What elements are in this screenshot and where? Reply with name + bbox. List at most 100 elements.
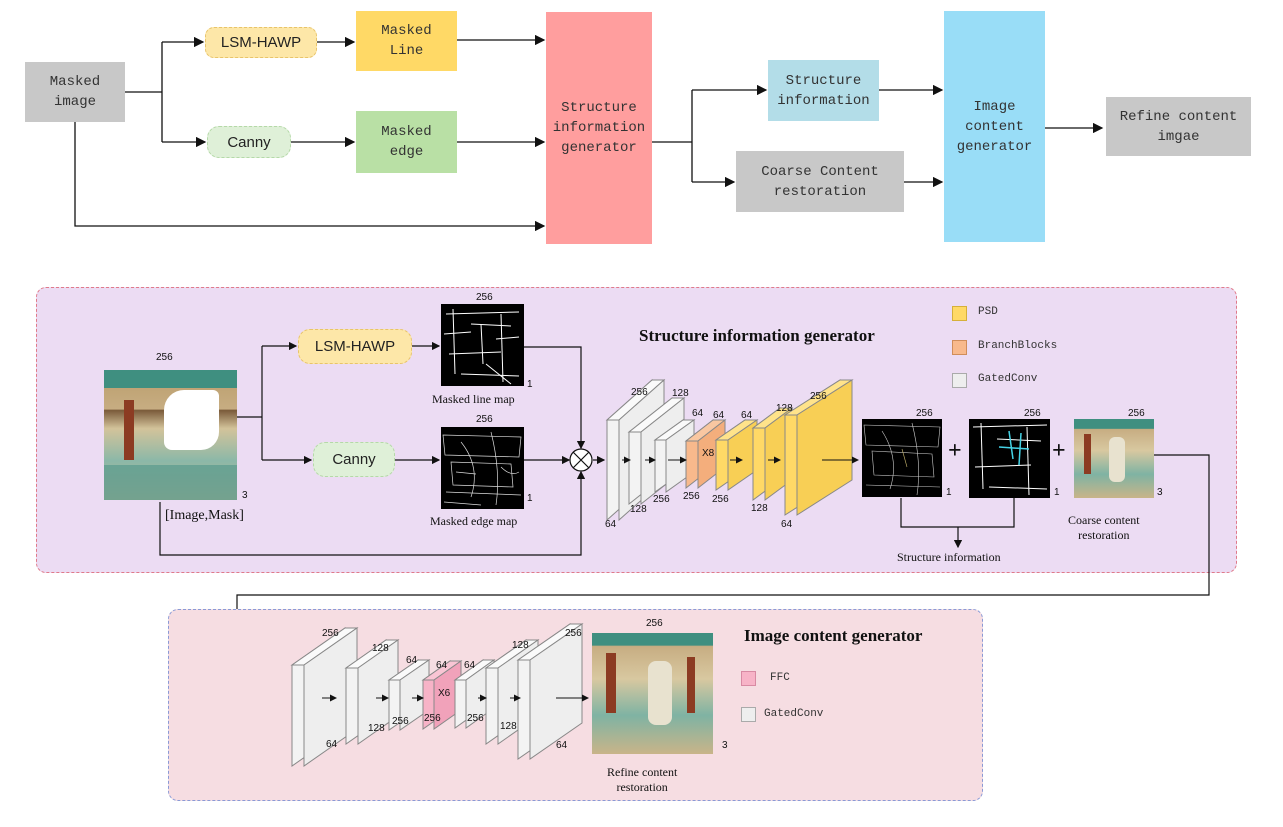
sig-dim-11: 128 <box>751 503 768 514</box>
sig-dim-12: 64 <box>781 519 793 530</box>
masked-line-map <box>441 304 524 386</box>
sig-dim-1: 128 <box>672 388 689 399</box>
canny-box: Canny <box>207 126 291 158</box>
legend-icg-gatedconv-label: GatedConv <box>764 708 824 720</box>
out-channels-a-label: 1 <box>946 487 952 498</box>
x8-label: X8 <box>702 448 715 459</box>
icg-dim-2: 128 <box>372 643 389 654</box>
lsm-hawp-box: LSM-HAWP <box>205 27 317 58</box>
sig-dim-5: 128 <box>630 504 647 515</box>
coarse-content-restoration-box: Coarse Content restoration <box>736 151 904 212</box>
structure-info-caption: Structure information <box>897 550 1001 564</box>
image-content-generator-title: Image content generator <box>744 626 923 645</box>
icg-dim-11: 256 <box>565 628 582 639</box>
icg-dim-6: 64 <box>436 660 448 671</box>
edge-map-size-label: 256 <box>476 414 493 425</box>
line-map-caption: Masked line map <box>432 392 515 406</box>
legend-branchblocks-label: BranchBlocks <box>978 340 1058 352</box>
plus-sign-1: + <box>948 438 962 464</box>
coarse-figure <box>1109 437 1125 482</box>
image-content-generator-box: Image content generator <box>944 11 1045 242</box>
masked-edge-map <box>441 427 524 509</box>
icg-dim-5: 256 <box>392 716 409 727</box>
coarse-size-label: 256 <box>1128 408 1145 419</box>
branchblocks-swatch <box>952 340 967 355</box>
sig-dim-2: 64 <box>692 408 704 419</box>
sig-dim-3: 64 <box>713 410 725 421</box>
concat-operator-icon <box>569 448 593 472</box>
icg-dim-8: 64 <box>464 660 476 671</box>
output-line-strokes <box>972 422 1048 496</box>
legend-gatedconv-label: GatedConv <box>978 373 1038 385</box>
arrow-image-to-sig <box>74 122 546 232</box>
sig-dim-4: 256 <box>653 494 670 505</box>
out-size-a-label: 256 <box>916 408 933 419</box>
structure-generator-title: Structure information generator <box>639 326 875 345</box>
psd-swatch <box>952 306 967 321</box>
icg-dim-1: 64 <box>326 739 338 750</box>
sig-lsm-hawp-box: LSM-HAWP <box>298 329 412 364</box>
edge-map-channels-label: 1 <box>527 493 533 504</box>
icg-dim-3: 128 <box>368 723 385 734</box>
line-map-strokes <box>443 308 520 385</box>
input-caption: [Image,Mask] <box>165 508 244 523</box>
coarse-content-photo <box>1074 419 1154 498</box>
icg-dim-9: 256 <box>467 713 484 724</box>
sig-dim-7: 256 <box>683 491 700 502</box>
refine-pillar-2 <box>687 657 695 713</box>
coarse-channels-label: 3 <box>1157 487 1163 498</box>
legend-psd-label: PSD <box>978 306 998 318</box>
out-size-b-label: 256 <box>1024 408 1041 419</box>
output-edge-strokes <box>863 422 941 496</box>
icg-dim-13: 64 <box>556 740 568 751</box>
refine-figure <box>648 661 672 725</box>
structure-information-generator-box: Structure information generator <box>546 12 652 244</box>
coarse-pillar <box>1084 434 1091 474</box>
gatedconv-swatch <box>952 373 967 388</box>
ffc-swatch <box>741 671 756 686</box>
sig-canny-box: Canny <box>313 442 395 477</box>
icg-gatedconv-swatch <box>741 707 756 722</box>
refine-content-box: Refine content imgae <box>1106 97 1251 156</box>
structure-information-box: Structure information <box>768 60 879 121</box>
icg-dim-10: 128 <box>512 640 529 651</box>
masked-image-box: Masked image <box>25 62 125 122</box>
legend-ffc-label: FFC <box>770 672 790 684</box>
out-channels-b-label: 1 <box>1054 487 1060 498</box>
masked-line-box: Masked Line <box>356 11 457 71</box>
icg-dim-4: 64 <box>406 655 418 666</box>
edge-map-strokes <box>442 431 522 506</box>
refine-caption: Refine content restoration <box>607 765 678 794</box>
mural-floor <box>104 465 237 500</box>
refine-content-photo <box>592 633 713 754</box>
sig-dim-13: 256 <box>810 391 827 402</box>
icg-dim-12: 128 <box>500 721 517 732</box>
input-image-mask-photo <box>104 370 237 500</box>
mask-region <box>164 390 219 450</box>
refine-channels-label: 3 <box>722 740 728 751</box>
structure-output-line-map <box>969 419 1050 498</box>
input-channels-label: 3 <box>242 490 248 501</box>
icg-dim-7: 256 <box>424 713 441 724</box>
refine-pillar <box>606 653 616 713</box>
x6-label: X6 <box>438 688 451 699</box>
sig-dim-9: 256 <box>712 494 729 505</box>
mural-pillar <box>124 400 134 460</box>
line-map-channels-label: 1 <box>527 379 533 390</box>
masked-edge-box: Masked edge <box>356 111 457 173</box>
refine-size-label: 256 <box>646 618 663 629</box>
sig-dim-0: 256 <box>631 387 648 398</box>
input-size-label: 256 <box>156 352 173 363</box>
mural-teal-band <box>104 370 237 388</box>
edge-map-caption: Masked edge map <box>430 514 518 528</box>
sig-dim-6: 64 <box>605 519 617 530</box>
structure-output-edge-map <box>862 419 942 497</box>
line-map-size-label: 256 <box>476 292 493 303</box>
sig-dim-8: 128 <box>776 403 793 414</box>
coarse-caption: Coarse content restoration <box>1068 513 1140 542</box>
sig-dim-10: 64 <box>741 410 753 421</box>
plus-sign-2: + <box>1052 438 1066 464</box>
